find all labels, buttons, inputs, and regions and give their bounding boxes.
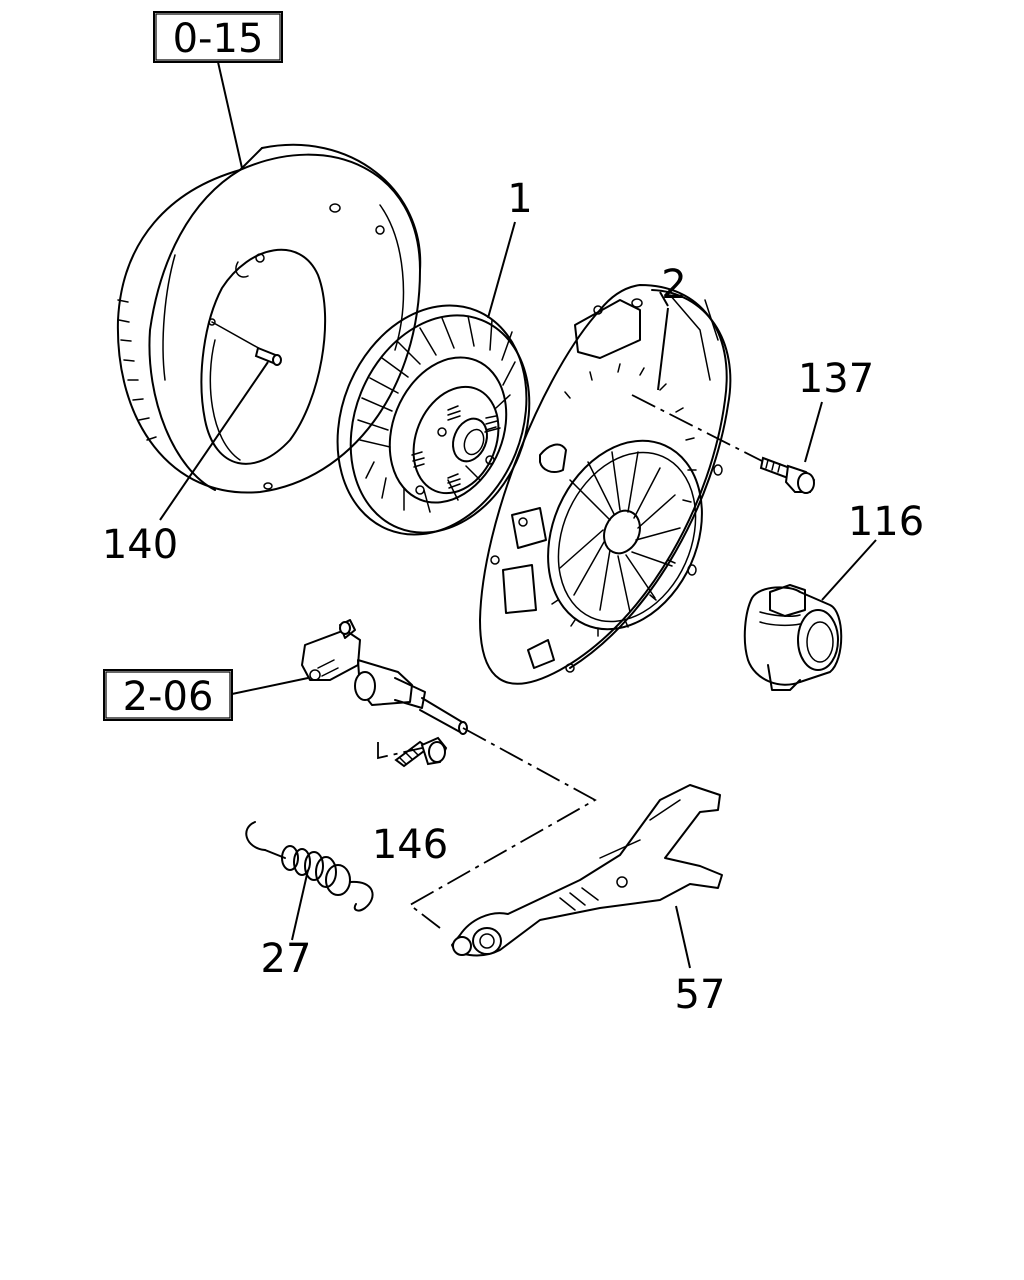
- pressure-plate: [479, 284, 732, 685]
- reference-box-0-15[interactable]: 0-15: [153, 11, 283, 63]
- callout-137: 137: [798, 356, 874, 402]
- flywheel: [116, 143, 422, 494]
- callout-1: 1: [507, 176, 532, 222]
- callout-2: 2: [661, 262, 686, 308]
- callout-140: 140: [102, 522, 178, 568]
- clutch-disc: [336, 304, 531, 536]
- callout-116: 116: [848, 499, 924, 545]
- leader-lines: [159, 61, 877, 969]
- callout-57: 57: [675, 972, 726, 1018]
- release-bearing: [743, 584, 843, 691]
- reference-label-0-15: 0-15: [173, 16, 264, 62]
- slave-cylinder: [301, 619, 468, 735]
- clutch-fork: [451, 784, 723, 957]
- callout-146: 146: [372, 822, 448, 868]
- reference-label-2-06: 2-06: [123, 674, 214, 720]
- callout-27: 27: [261, 936, 312, 982]
- reference-box-2-06[interactable]: 2-06: [103, 669, 233, 721]
- return-spring: [245, 821, 374, 912]
- pressure-plate-bolt: [631, 394, 816, 494]
